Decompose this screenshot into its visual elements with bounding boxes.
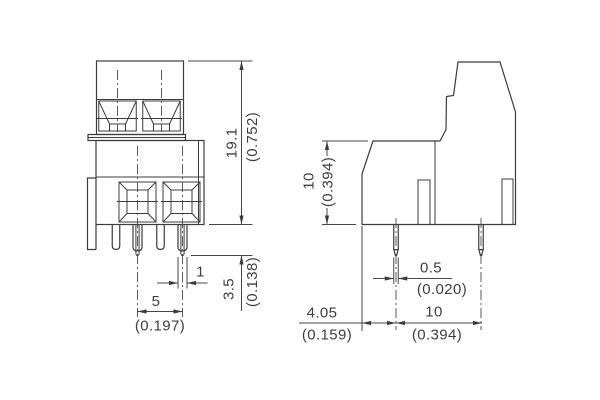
side-centerlines — [395, 218, 482, 330]
dim-pitch: 5 (0.197) — [135, 293, 185, 335]
dim-step-height-mm: 10 — [301, 172, 318, 190]
side-mount-tabs — [417, 178, 514, 225]
dim-pin-length-mm: 3.5 — [221, 278, 238, 300]
dim-edge-to-pin-mm: 4.05 — [307, 305, 338, 322]
front-upper-housing — [87, 60, 187, 142]
dim-total-height: 19.1 (0.752) — [188, 60, 261, 225]
dim-pin-thickness: 0.5 (0.020) — [373, 257, 467, 298]
dim-total-height-mm: 19.1 — [224, 128, 241, 159]
dim-pin-length-inch: (0.138) — [244, 257, 261, 307]
dim-pin-width: 1 — [157, 257, 208, 289]
front-dimensions: 19.1 (0.752) 3.5 (0.138) 1 5 (0.197) — [135, 60, 261, 335]
dim-total-height-inch: (0.752) — [244, 112, 261, 162]
dim-pin-thickness-mm: 0.5 — [420, 260, 442, 277]
front-wire-openings — [117, 181, 202, 223]
dim-pin-thickness-inch: (0.020) — [417, 281, 467, 298]
front-centerlines — [117, 70, 183, 317]
dim-edge-to-pin-and-row-spacing: 4.05 (0.159) 10 (0.394) — [299, 226, 482, 344]
dim-step-height: 10 (0.394) — [301, 140, 368, 225]
dim-step-height-inch: (0.394) — [320, 157, 337, 207]
dim-pitch-inch: (0.197) — [135, 318, 185, 335]
front-view — [86, 60, 205, 317]
dim-edge-to-pin-inch: (0.159) — [302, 327, 352, 344]
side-dimensions: 10 (0.394) 0.5 (0.020) 4.05 (0.159) 10 (… — [299, 140, 482, 344]
dim-pin-width-mm: 1 — [196, 264, 205, 281]
dim-pitch-mm: 5 — [152, 293, 161, 310]
front-screw-funnels — [97, 100, 182, 132]
side-outline — [361, 61, 517, 226]
front-lower-housing — [86, 139, 205, 251]
dim-pin-row-spacing-inch: (0.394) — [412, 327, 462, 344]
front-pins — [111, 224, 188, 257]
dim-pin-length: 3.5 (0.138) — [191, 255, 261, 311]
dim-pin-row-spacing-mm: 10 — [425, 304, 443, 321]
side-pins — [393, 224, 484, 257]
side-view — [361, 61, 517, 330]
